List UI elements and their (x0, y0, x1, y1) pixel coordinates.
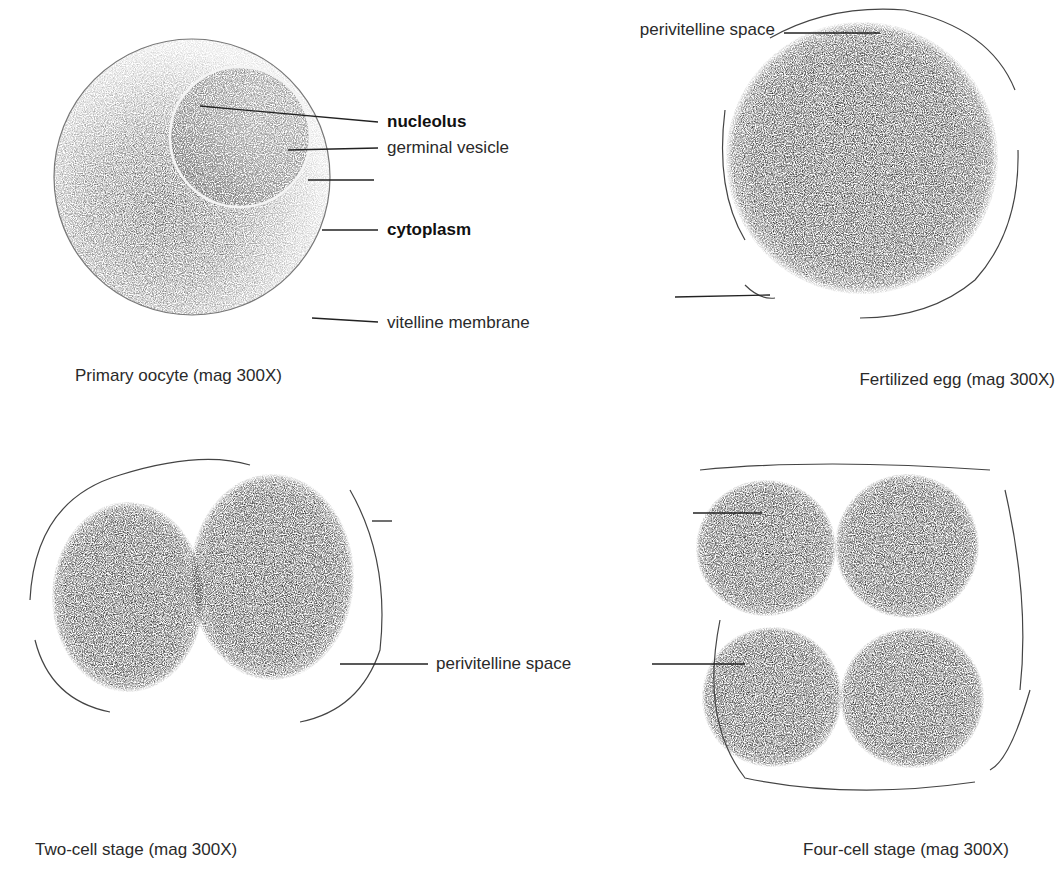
panel-caption: Four-cell stage (mag 300X) (803, 840, 1009, 860)
part-label: perivitelline space (640, 20, 775, 40)
fertilized-egg (723, 9, 1019, 318)
part-label: germinal vesicle (387, 138, 509, 158)
leader-lines (675, 33, 880, 297)
part-label: vitelline membrane (387, 313, 530, 333)
panel-caption: Fertilized egg (mag 300X) (859, 370, 1055, 390)
leader-lines (652, 513, 762, 664)
part-label: nucleolus (387, 112, 466, 132)
leader-lines (200, 106, 378, 322)
primary-oocyte (54, 39, 330, 315)
leader-lines (340, 521, 428, 664)
panel-caption: Two-cell stage (mag 300X) (35, 840, 237, 860)
two-cell-embryo (30, 459, 382, 722)
part-label: perivitelline space (436, 654, 571, 674)
part-label: cytoplasm (387, 220, 471, 240)
panel-caption: Primary oocyte (mag 300X) (75, 366, 282, 386)
